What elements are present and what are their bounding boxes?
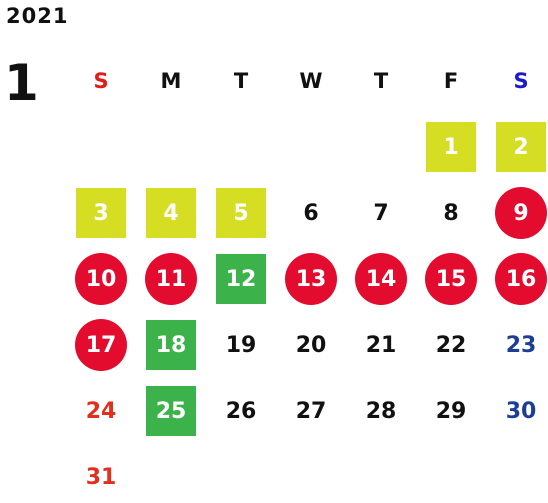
calendar-week-row: 24 25 26 27 28 29 30: [66, 378, 548, 444]
calendar-day-cell: [276, 444, 346, 503]
calendar-day-number: 18: [146, 320, 196, 370]
calendar-day-number: 5: [216, 188, 266, 238]
weekday-sunday: S: [93, 69, 109, 93]
calendar-day-cell: [206, 114, 276, 180]
calendar-day-cell[interactable]: 15: [416, 246, 486, 312]
weekday-thursday: T: [373, 69, 389, 93]
calendar-day-cell[interactable]: 21: [346, 312, 416, 378]
calendar-day-cell[interactable]: 23: [486, 312, 548, 378]
calendar-day-number: 6: [303, 200, 319, 226]
calendar-day-number: 25: [146, 386, 196, 436]
calendar-day-number: 4: [146, 188, 196, 238]
calendar-day-cell[interactable]: 16: [486, 246, 548, 312]
calendar-day-cell[interactable]: 28: [346, 378, 416, 444]
calendar-day-cell: [136, 114, 206, 180]
calendar-day-number: 22: [435, 332, 467, 358]
calendar-day-cell[interactable]: 1: [416, 114, 486, 180]
weekday-tuesday: T: [233, 69, 249, 93]
calendar-day-number: 16: [495, 253, 547, 305]
calendar-day-cell[interactable]: 14: [346, 246, 416, 312]
calendar-day-number: 19: [225, 332, 257, 358]
calendar-day-cell[interactable]: 29: [416, 378, 486, 444]
calendar-day-cell: [346, 114, 416, 180]
calendar-week-row: 17 18 19 20 21 22 23: [66, 312, 548, 378]
calendar-day-cell[interactable]: 9: [486, 180, 548, 246]
calendar-day-number: 31: [85, 464, 117, 490]
calendar-day-number: 26: [225, 398, 257, 424]
calendar-day-cell[interactable]: 25: [136, 378, 206, 444]
calendar-day-cell[interactable]: 8: [416, 180, 486, 246]
calendar-day-number: 14: [355, 253, 407, 305]
calendar-day-cell[interactable]: 24: [66, 378, 136, 444]
calendar-day-number: 1: [426, 122, 476, 172]
calendar-day-cell[interactable]: 26: [206, 378, 276, 444]
year-label: 2021: [6, 4, 69, 28]
calendar-day-number: 12: [216, 254, 266, 304]
weekday-monday: M: [160, 69, 182, 93]
calendar-day-number: 7: [373, 200, 389, 226]
calendar-day-cell[interactable]: 3: [66, 180, 136, 246]
calendar-day-cell: [66, 114, 136, 180]
calendar-day-cell[interactable]: 22: [416, 312, 486, 378]
calendar-day-cell[interactable]: 11: [136, 246, 206, 312]
calendar-day-number: 24: [85, 398, 117, 424]
weekday-friday: F: [443, 69, 459, 93]
calendar-day-cell: [416, 444, 486, 503]
calendar-day-cell[interactable]: 12: [206, 246, 276, 312]
calendar-day-number: 10: [75, 253, 127, 305]
calendar-day-number: 21: [365, 332, 397, 358]
calendar-day-cell: [486, 444, 548, 503]
weekday-wednesday: W: [299, 69, 323, 93]
calendar-day-number: 13: [285, 253, 337, 305]
calendar-day-cell[interactable]: 7: [346, 180, 416, 246]
calendar-day-number: 20: [295, 332, 327, 358]
calendar-day-cell[interactable]: 2: [486, 114, 548, 180]
calendar-day-number: 28: [365, 398, 397, 424]
calendar-day-cell[interactable]: 30: [486, 378, 548, 444]
calendar-day-cell: [206, 444, 276, 503]
calendar-week-row: 31: [66, 444, 548, 503]
calendar-day-cell[interactable]: 13: [276, 246, 346, 312]
calendar-day-number: 9: [495, 187, 547, 239]
calendar-day-number: 3: [76, 188, 126, 238]
weekday-saturday: S: [513, 69, 529, 93]
calendar-day-cell[interactable]: 20: [276, 312, 346, 378]
calendar-day-number: 30: [505, 398, 537, 424]
calendar-day-number: 11: [145, 253, 197, 305]
calendar-day-cell: [136, 444, 206, 503]
calendar-day-cell[interactable]: 31: [66, 444, 136, 503]
weekday-header-row: S M T W T F S: [66, 48, 548, 114]
calendar-day-number: 17: [75, 319, 127, 371]
calendar-day-number: 8: [443, 200, 459, 226]
calendar-day-cell: [346, 444, 416, 503]
calendar-day-cell[interactable]: 17: [66, 312, 136, 378]
calendar-day-number: 15: [425, 253, 477, 305]
month-label: 1: [4, 54, 39, 112]
calendar-day-cell[interactable]: 6: [276, 180, 346, 246]
calendar-week-row: 10 11 12 13 14 15 16: [66, 246, 548, 312]
calendar-day-cell[interactable]: 18: [136, 312, 206, 378]
calendar-day-cell[interactable]: 27: [276, 378, 346, 444]
calendar-day-number: 29: [435, 398, 467, 424]
calendar-day-cell[interactable]: 10: [66, 246, 136, 312]
calendar-day-number: 27: [295, 398, 327, 424]
calendar-day-cell[interactable]: 4: [136, 180, 206, 246]
calendar-day-number: 23: [505, 332, 537, 358]
calendar-day-cell: [276, 114, 346, 180]
calendar-day-cell[interactable]: 5: [206, 180, 276, 246]
calendar-day-number: 2: [496, 122, 546, 172]
calendar-day-cell[interactable]: 19: [206, 312, 276, 378]
